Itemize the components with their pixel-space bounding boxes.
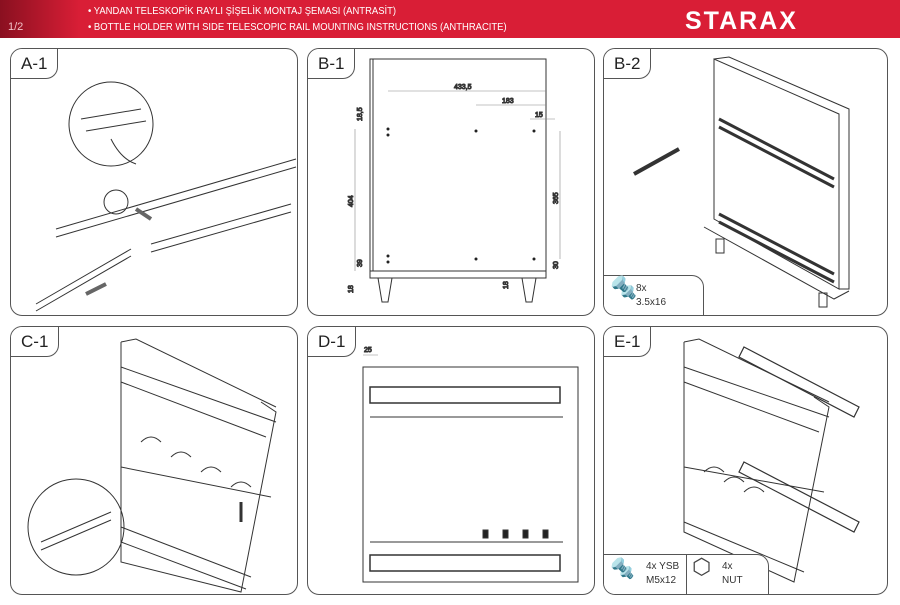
brand-logo: STARAX [685,7,798,35]
panel-b1: B-1 433,5 183 15 18,5 404 365 39 30 18 1… [307,48,595,316]
rail-mounting-drawing [633,56,850,308]
basket-rail-assembly-drawing [683,338,860,583]
handle-hooks-drawing [27,338,277,593]
dim-base-left: 18 [348,285,355,293]
parts-box-screws: 🔩 8x 3.5x16 [604,275,704,315]
panel-e1: E-1 🔩 4x YSB M5x12 ⬡ 4x NUT [603,326,888,595]
dim-width: 433,5 [454,84,472,91]
dim-bottom-left: 39 [357,259,364,267]
title-english: • BOTTLE HOLDER WITH SIDE TELESCOPIC RAI… [88,21,507,33]
page-number: 1/2 [8,21,24,33]
panel-d1: D-1 25 [307,326,595,595]
header-bar: 1/2 • YANDAN TELESKOPİK RAYLI ŞİŞELİK MO… [0,0,900,38]
panel-a1: A-1 [10,48,298,316]
rail-top-view-drawing: 25 [362,347,579,583]
step-label: D-1 [308,327,357,357]
title-turkish: • YANDAN TELESKOPİK RAYLI ŞİŞELİK MONTAJ… [88,5,397,17]
panel-c1: C-1 [10,326,298,595]
bolt-size: M5x12 [646,575,677,586]
screw-icon: 🔩 [610,275,638,300]
cabinet-hole-drawing: 433,5 183 15 18,5 404 365 39 30 18 18 [348,58,561,303]
screw-size: 3.5x16 [636,297,667,308]
nut-qty: 4x [722,561,733,572]
screw-qty: 8x [636,283,647,294]
dim-gap: 18,5 [357,107,364,121]
step-label: B-2 [604,49,652,79]
step-label: E-1 [604,327,652,357]
bolt-icon: 🔩 [610,558,635,580]
parts-box-hardware: 🔩 4x YSB M5x12 ⬡ 4x NUT [604,554,769,594]
step-label: A-1 [11,49,59,79]
dim-mid: 183 [502,98,514,105]
dim-edge: 15 [535,112,543,119]
dim-left-height: 404 [348,195,355,207]
dim-offset: 25 [364,347,372,354]
dim-base-right: 18 [503,281,510,289]
dim-bottom-right: 30 [553,261,560,269]
header-corner-graphic [0,0,80,38]
step-label: B-1 [308,49,356,79]
rail-separation-drawing [35,81,297,312]
nut-icon: ⬡ [692,554,712,579]
bolt-qty: 4x YSB [646,561,680,572]
nut-name: NUT [722,575,743,586]
step-label: C-1 [11,327,60,357]
panel-b2: B-2 🔩 8x 3.5x16 [603,48,888,316]
dim-right-height: 365 [553,192,560,204]
